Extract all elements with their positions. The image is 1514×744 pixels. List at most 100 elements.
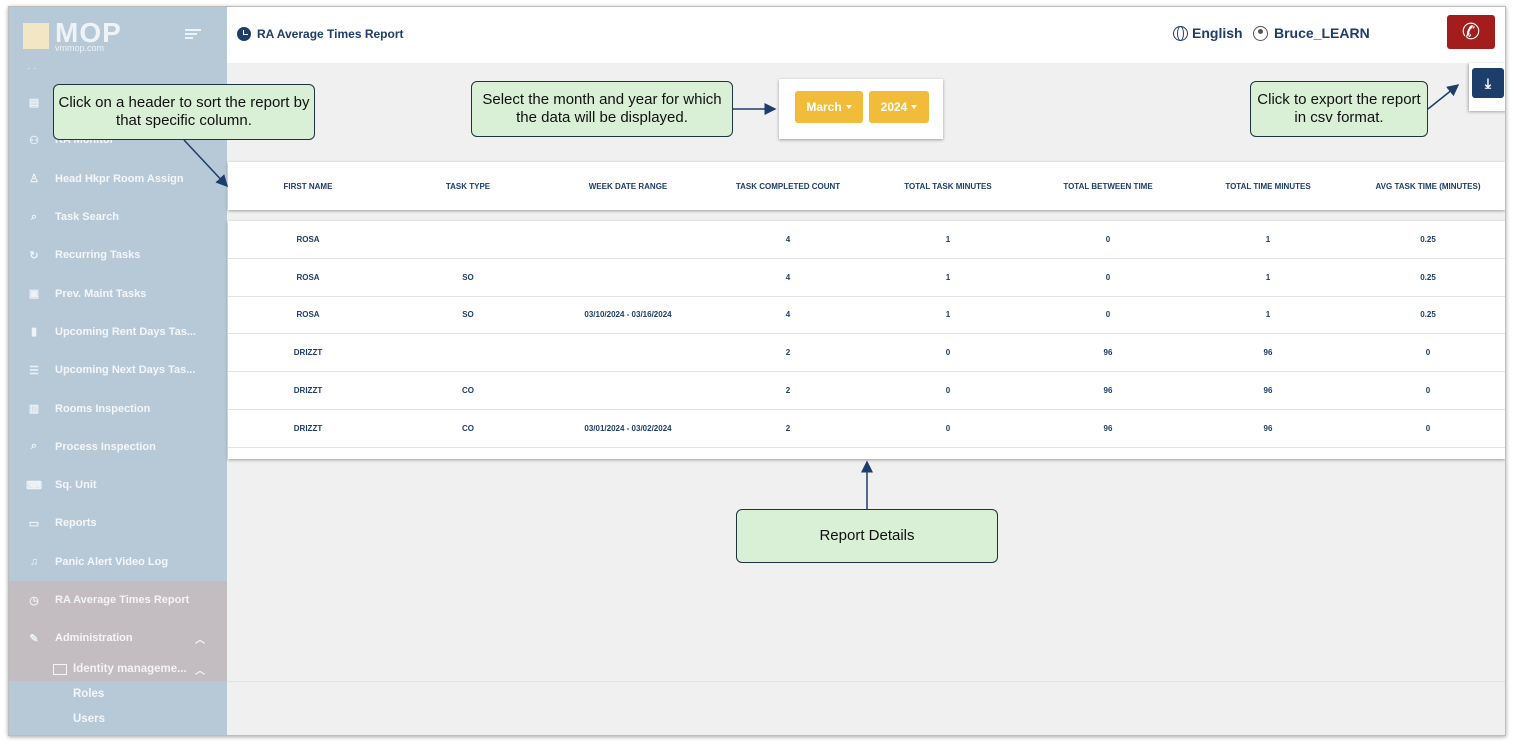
sidebar-item-label: Head Hkpr Room Assign — [55, 172, 184, 185]
sidebar-item-head-hkpr-room-assign[interactable]: ♙Head Hkpr Room Assign — [9, 160, 227, 198]
sidebar-submenu-label: Identity manageme... — [73, 663, 187, 676]
sidebar-item-rooms-inspection[interactable]: ▥Rooms Inspection — [9, 389, 227, 427]
sidebar-item-label: Prev. Maint Tasks — [55, 287, 147, 300]
column-header[interactable]: TOTAL BETWEEN TIME — [1063, 181, 1153, 191]
table-cell: 96 — [1263, 348, 1273, 358]
sidebar-item-administration[interactable]: ✎ Administration ︿ — [9, 619, 227, 658]
table-cell: SO — [462, 272, 474, 282]
table-cell: 0 — [945, 386, 951, 396]
table-cell: 0 — [1425, 423, 1431, 433]
year-dropdown[interactable]: 2024 — [869, 91, 929, 123]
language-label: English — [1192, 25, 1243, 41]
column-header[interactable]: FIRST NAME — [283, 181, 333, 191]
column-header[interactable]: TOTAL TASK MINUTES — [904, 181, 992, 191]
phone-button[interactable]: ✆ — [1447, 15, 1495, 49]
table-cell: 1 — [1265, 272, 1271, 282]
column-header[interactable]: TASK COMPLETED COUNT — [735, 181, 841, 191]
sidebar-item-roles[interactable]: Roles — [73, 687, 105, 700]
column-header[interactable]: AVG TASK TIME (MINUTES) — [1375, 181, 1481, 191]
download-icon: ⤓ — [1484, 74, 1492, 91]
user-icon — [1253, 25, 1268, 41]
table-cell: 0 — [945, 348, 951, 358]
export-csv-button[interactable]: ⤓ — [1472, 68, 1504, 98]
sidebar-item-recurring-tasks[interactable]: ↻ Recurring Tasks — [9, 236, 227, 274]
table-cell: 0 — [1425, 348, 1431, 358]
sidebar-item-label: Reports — [55, 517, 97, 530]
sidebar-item-table[interactable]: ▤ — [9, 83, 227, 121]
sidebar-item-label: Sq. Unit — [55, 479, 97, 492]
callout-export-text: Click to export the report in csv format… — [1257, 91, 1421, 126]
table-cell: 96 — [1263, 386, 1273, 396]
table-cell: 2 — [785, 423, 791, 433]
bell-icon: ♫ — [29, 555, 39, 568]
column-header[interactable]: TOTAL TIME MINUTES — [1225, 181, 1311, 191]
user-menu[interactable]: Bruce_LEARN — [1253, 25, 1370, 41]
phone-icon: ✆ — [1461, 19, 1481, 44]
table-cell: ROSA — [296, 272, 320, 282]
sidebar-item-upcoming-next-days[interactable]: ☰ Upcoming Next Days Tas... — [9, 351, 227, 389]
table-cell: DRIZZT — [293, 386, 323, 396]
month-dropdown[interactable]: March — [795, 91, 863, 123]
caret-down-icon — [845, 105, 852, 109]
table-cell: SO — [462, 310, 474, 320]
logo-subtitle: vmmop.com — [55, 43, 105, 53]
table-cell: 0.25 — [1420, 272, 1436, 282]
refresh-icon: ↻ — [29, 249, 39, 262]
column-header[interactable]: TASK TYPE — [445, 181, 491, 191]
sidebar-item-label: RA Average Times Report — [55, 594, 190, 606]
sidebar-item-label: Administration — [55, 632, 133, 645]
sidebar-item-process-inspection[interactable]: ⌕Process Inspection — [9, 428, 227, 466]
clock-icon: ◷ — [29, 594, 39, 607]
table-cell: CO — [462, 423, 474, 433]
chevron-up-icon: ︿ — [195, 634, 205, 646]
partial-item-icon: · · — [27, 63, 37, 74]
username: Bruce_LEARN — [1274, 25, 1370, 41]
year-value: 2024 — [880, 100, 908, 114]
page-title: RA Average Times Report — [237, 27, 404, 41]
sidebar-item-label: Task Search — [55, 211, 120, 224]
id-card-icon — [53, 663, 67, 675]
table-header-row: FIRST NAME TASK TYPE WEEK DATE RANGE TASK C… — [228, 162, 1505, 210]
sidebar-item-panic-alert-video-log[interactable]: ♫Panic Alert Video Log — [9, 543, 227, 581]
keyboard-icon: ⌨ — [26, 479, 42, 492]
table-cell: ROSA — [296, 310, 320, 320]
sidebar-item-label: Upcoming Next Days Tas... — [55, 364, 196, 377]
logo[interactable]: MOP vmmop.com — [23, 17, 183, 57]
wrench-icon: ✎ — [29, 632, 39, 645]
page-title-text: RA Average Times Report — [257, 27, 404, 41]
table-cell: 1 — [1265, 234, 1271, 244]
app-window: MOP vmmop.com · · ▤ ⚇RA Monitor ♙Head Hk… — [8, 6, 1506, 736]
month-year-picker: March 2024 — [779, 79, 943, 139]
sidebar-item-label: Rooms Inspection — [55, 402, 151, 415]
list-icon: ☰ — [29, 364, 39, 377]
sidebar-item-prev-maint-tasks[interactable]: ▣Prev. Maint Tasks — [9, 274, 227, 312]
menu-toggle-icon[interactable] — [185, 29, 201, 39]
sidebar-item-label: Recurring Tasks — [55, 249, 141, 262]
table-cell: 4 — [785, 234, 791, 244]
callout-month-year-text: Select the month and year for which the … — [482, 91, 722, 126]
sidebar-menu: ▤ ⚇RA Monitor ♙Head Hkpr Room Assign ⌕Ta… — [9, 83, 227, 731]
column-header[interactable]: WEEK DATE RANGE — [588, 181, 668, 191]
table-cell: 96 — [1263, 423, 1273, 433]
sidebar-item-reports[interactable]: ▭Reports — [9, 504, 227, 542]
logo-mark — [23, 23, 49, 49]
sidebar-item-users[interactable]: Users — [73, 712, 105, 725]
callout-details-text: Report Details — [819, 527, 915, 544]
table-header: FIRST NAME TASK TYPE WEEK DATE RANGE TASK C… — [228, 162, 1505, 210]
chevron-up-icon: ︿ — [195, 665, 205, 677]
sidebar-submenu-identity-management[interactable]: Identity manageme... ︿ — [9, 657, 227, 682]
table-cell: 2 — [785, 386, 791, 396]
callout-sort-text: Click on a header to sort the report by … — [58, 94, 310, 129]
language-selector[interactable]: English — [1173, 25, 1243, 41]
table-cell: 96 — [1103, 423, 1113, 433]
table-cell: 1 — [945, 310, 951, 320]
sidebar-item-task-search[interactable]: ⌕Task Search — [9, 198, 227, 236]
sidebar-item-ra-average-times-report[interactable]: ◷ RA Average Times Report — [9, 580, 227, 620]
sidebar-item-sq-unit[interactable]: ⌨ Sq. Unit — [9, 466, 227, 504]
sidebar-item-upcoming-rent-days[interactable]: ▮Upcoming Rent Days Tas... — [9, 313, 227, 351]
